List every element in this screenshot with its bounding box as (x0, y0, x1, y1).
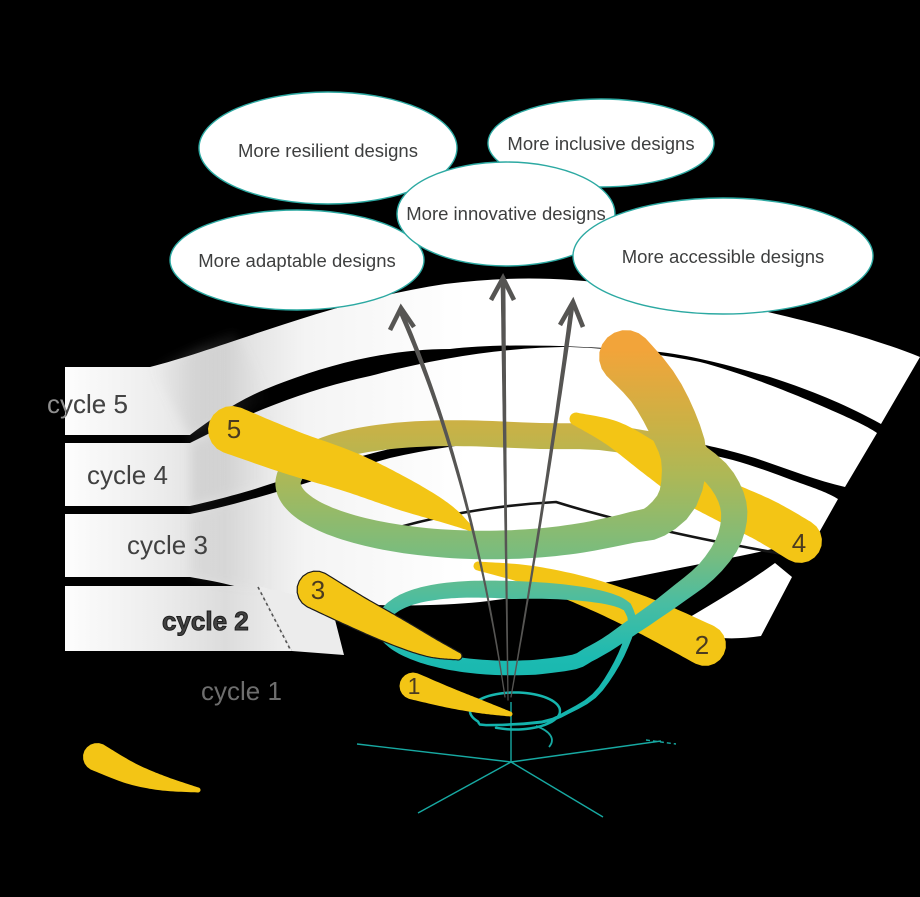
svg-text:cycle 1: cycle 1 (201, 676, 282, 706)
svg-text:4: 4 (792, 528, 806, 558)
svg-text:1: 1 (408, 673, 421, 699)
svg-text:cycle 5: cycle 5 (47, 389, 128, 419)
svg-text:More accessible designs: More accessible designs (622, 246, 825, 267)
svg-text:More inclusive designs: More inclusive designs (507, 133, 694, 154)
svg-text:3: 3 (311, 575, 325, 605)
svg-text:5: 5 (227, 414, 241, 444)
svg-text:More adaptable designs: More adaptable designs (198, 250, 395, 271)
svg-text:More innovative designs: More innovative designs (406, 203, 606, 224)
svg-text:cycle 2: cycle 2 (162, 606, 249, 636)
svg-text:More resilient designs: More resilient designs (238, 140, 418, 161)
svg-text:cycle 3: cycle 3 (127, 530, 208, 560)
svg-text:2: 2 (695, 630, 709, 660)
svg-text:cycle 4: cycle 4 (87, 460, 168, 490)
svg-text:cycle 5: cycle 5 (47, 389, 128, 419)
